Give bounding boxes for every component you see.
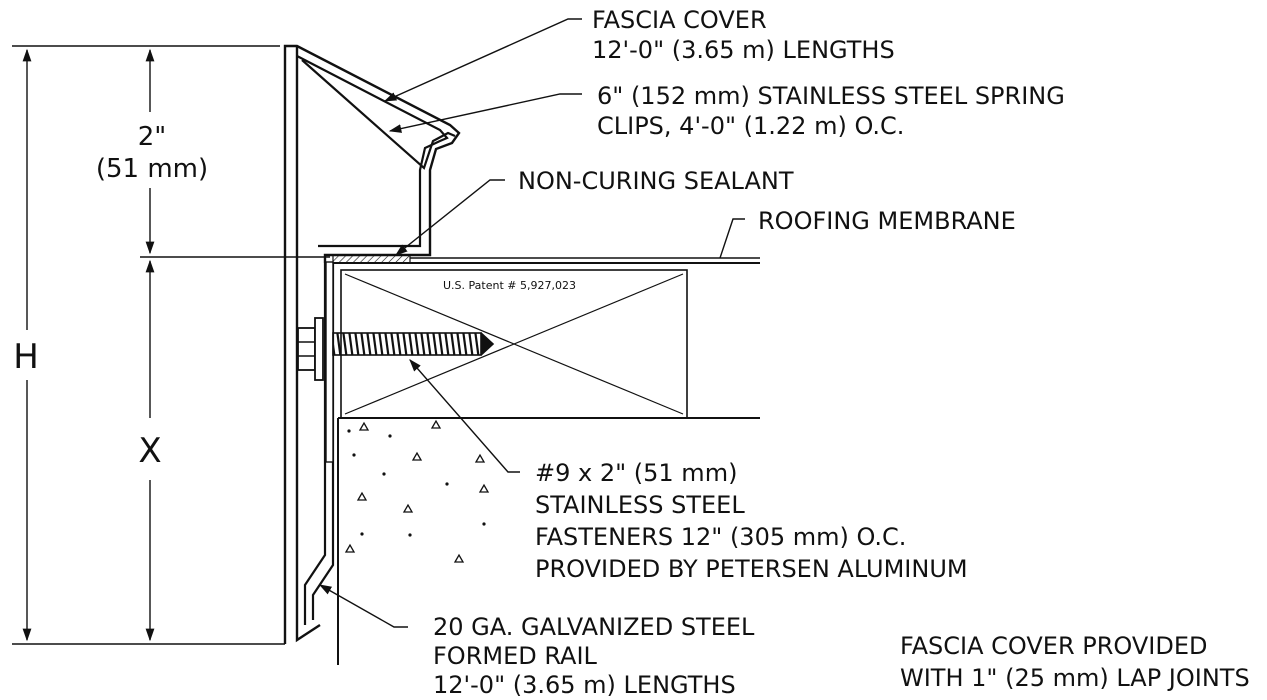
- fastener-size-label: #9 x 2" (51 mm): [535, 459, 737, 487]
- spring-clips-label: 6" (152 mm) STAINLESS STEEL SPRING: [597, 82, 1065, 110]
- lap-joint-note-line2: WITH 1" (25 mm) LAP JOINTS: [900, 664, 1250, 692]
- leader-lines: [318, 18, 745, 628]
- lap-joint-note-line1: FASCIA COVER PROVIDED: [900, 632, 1208, 660]
- rail-lengths-label: 12'-0" (3.65 m) LENGTHS: [433, 671, 736, 699]
- fastener: [297, 317, 495, 381]
- patent-label: U.S. Patent # 5,927,023: [443, 279, 576, 292]
- roofing-membrane-label: ROOFING MEMBRANE: [758, 207, 1016, 235]
- fastener-spacing-label: FASTENERS 12" (305 mm) O.C.: [535, 523, 906, 551]
- fascia-cover-label: FASCIA COVER: [592, 6, 767, 34]
- fascia-cover-lengths-label: 12'-0" (3.65 m) LENGTHS: [592, 36, 895, 64]
- rail-material-label: 20 GA. GALVANIZED STEEL: [433, 613, 755, 641]
- sealant-bead: [332, 254, 411, 264]
- rail-type-label: FORMED RAIL: [433, 642, 598, 670]
- wall-substrate: [333, 262, 760, 665]
- fastener-provider-label: PROVIDED BY PETERSEN ALUMINUM: [535, 555, 968, 583]
- dimension-top-value: 2": [138, 122, 167, 152]
- concrete-aggregate: [344, 419, 490, 563]
- dimension-h: [12, 45, 285, 645]
- dimension-top: [140, 48, 330, 258]
- sealant-label: NON-CURING SEALANT: [518, 167, 794, 195]
- dimension-h-label: H: [13, 337, 39, 377]
- spring-clips-spacing-label: CLIPS, 4'-0" (1.22 m) O.C.: [597, 112, 904, 140]
- concrete-dots: [347, 429, 486, 537]
- dimension-x-label: X: [138, 431, 161, 471]
- fastener-material-label: STAINLESS STEEL: [535, 491, 745, 519]
- formed-rail: [303, 261, 335, 625]
- dimension-top-metric: (51 mm): [96, 154, 208, 184]
